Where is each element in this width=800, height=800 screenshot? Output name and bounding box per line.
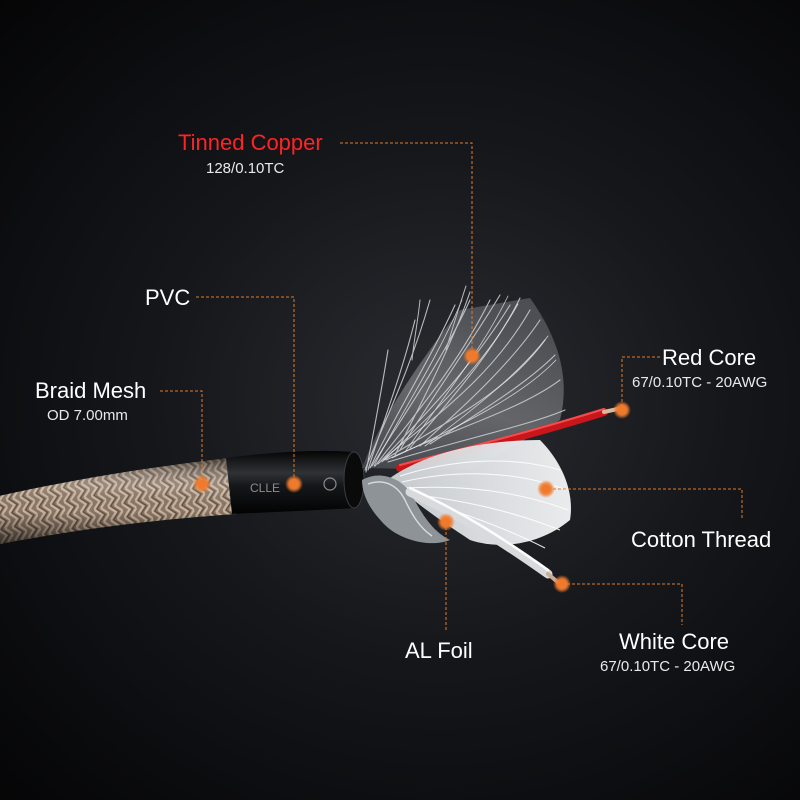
label-tinned-copper-spec: 128/0.10TC	[206, 160, 285, 177]
label-braid-mesh-spec: OD 7.00mm	[47, 407, 128, 424]
tinned-copper-strands	[362, 285, 566, 473]
braid-mesh-section	[0, 458, 236, 545]
leader-lines	[160, 142, 743, 630]
marker-dots	[193, 347, 631, 593]
leader-braid-mesh	[160, 390, 203, 484]
leader-pvc	[196, 296, 295, 484]
leader-cotton-thread	[548, 488, 743, 519]
label-red-core-spec: 67/0.10TC - 20AWG	[632, 374, 768, 391]
label-braid-mesh-title: Braid Mesh	[35, 378, 147, 403]
label-red-core-title: Red Core	[662, 345, 757, 370]
label-white-core-spec: 67/0.10TC - 20AWG	[600, 658, 736, 675]
label-cotton-thread-title: Cotton Thread	[631, 527, 772, 552]
cotton-thread-fibers	[390, 440, 571, 549]
label-white-core-title: White Core	[619, 629, 730, 654]
leader-white-core	[562, 583, 683, 625]
label-al-foil-title: AL Foil	[405, 638, 473, 663]
leader-red-core	[621, 356, 660, 410]
jacket-logo-icon	[323, 477, 337, 491]
leader-tinned-copper	[340, 142, 473, 356]
al-foil-layer	[362, 475, 450, 544]
jacket-print-text: CLLE	[250, 481, 280, 495]
label-tinned-copper-title: Tinned Copper	[178, 130, 323, 155]
label-pvc-title: PVC	[145, 285, 191, 310]
